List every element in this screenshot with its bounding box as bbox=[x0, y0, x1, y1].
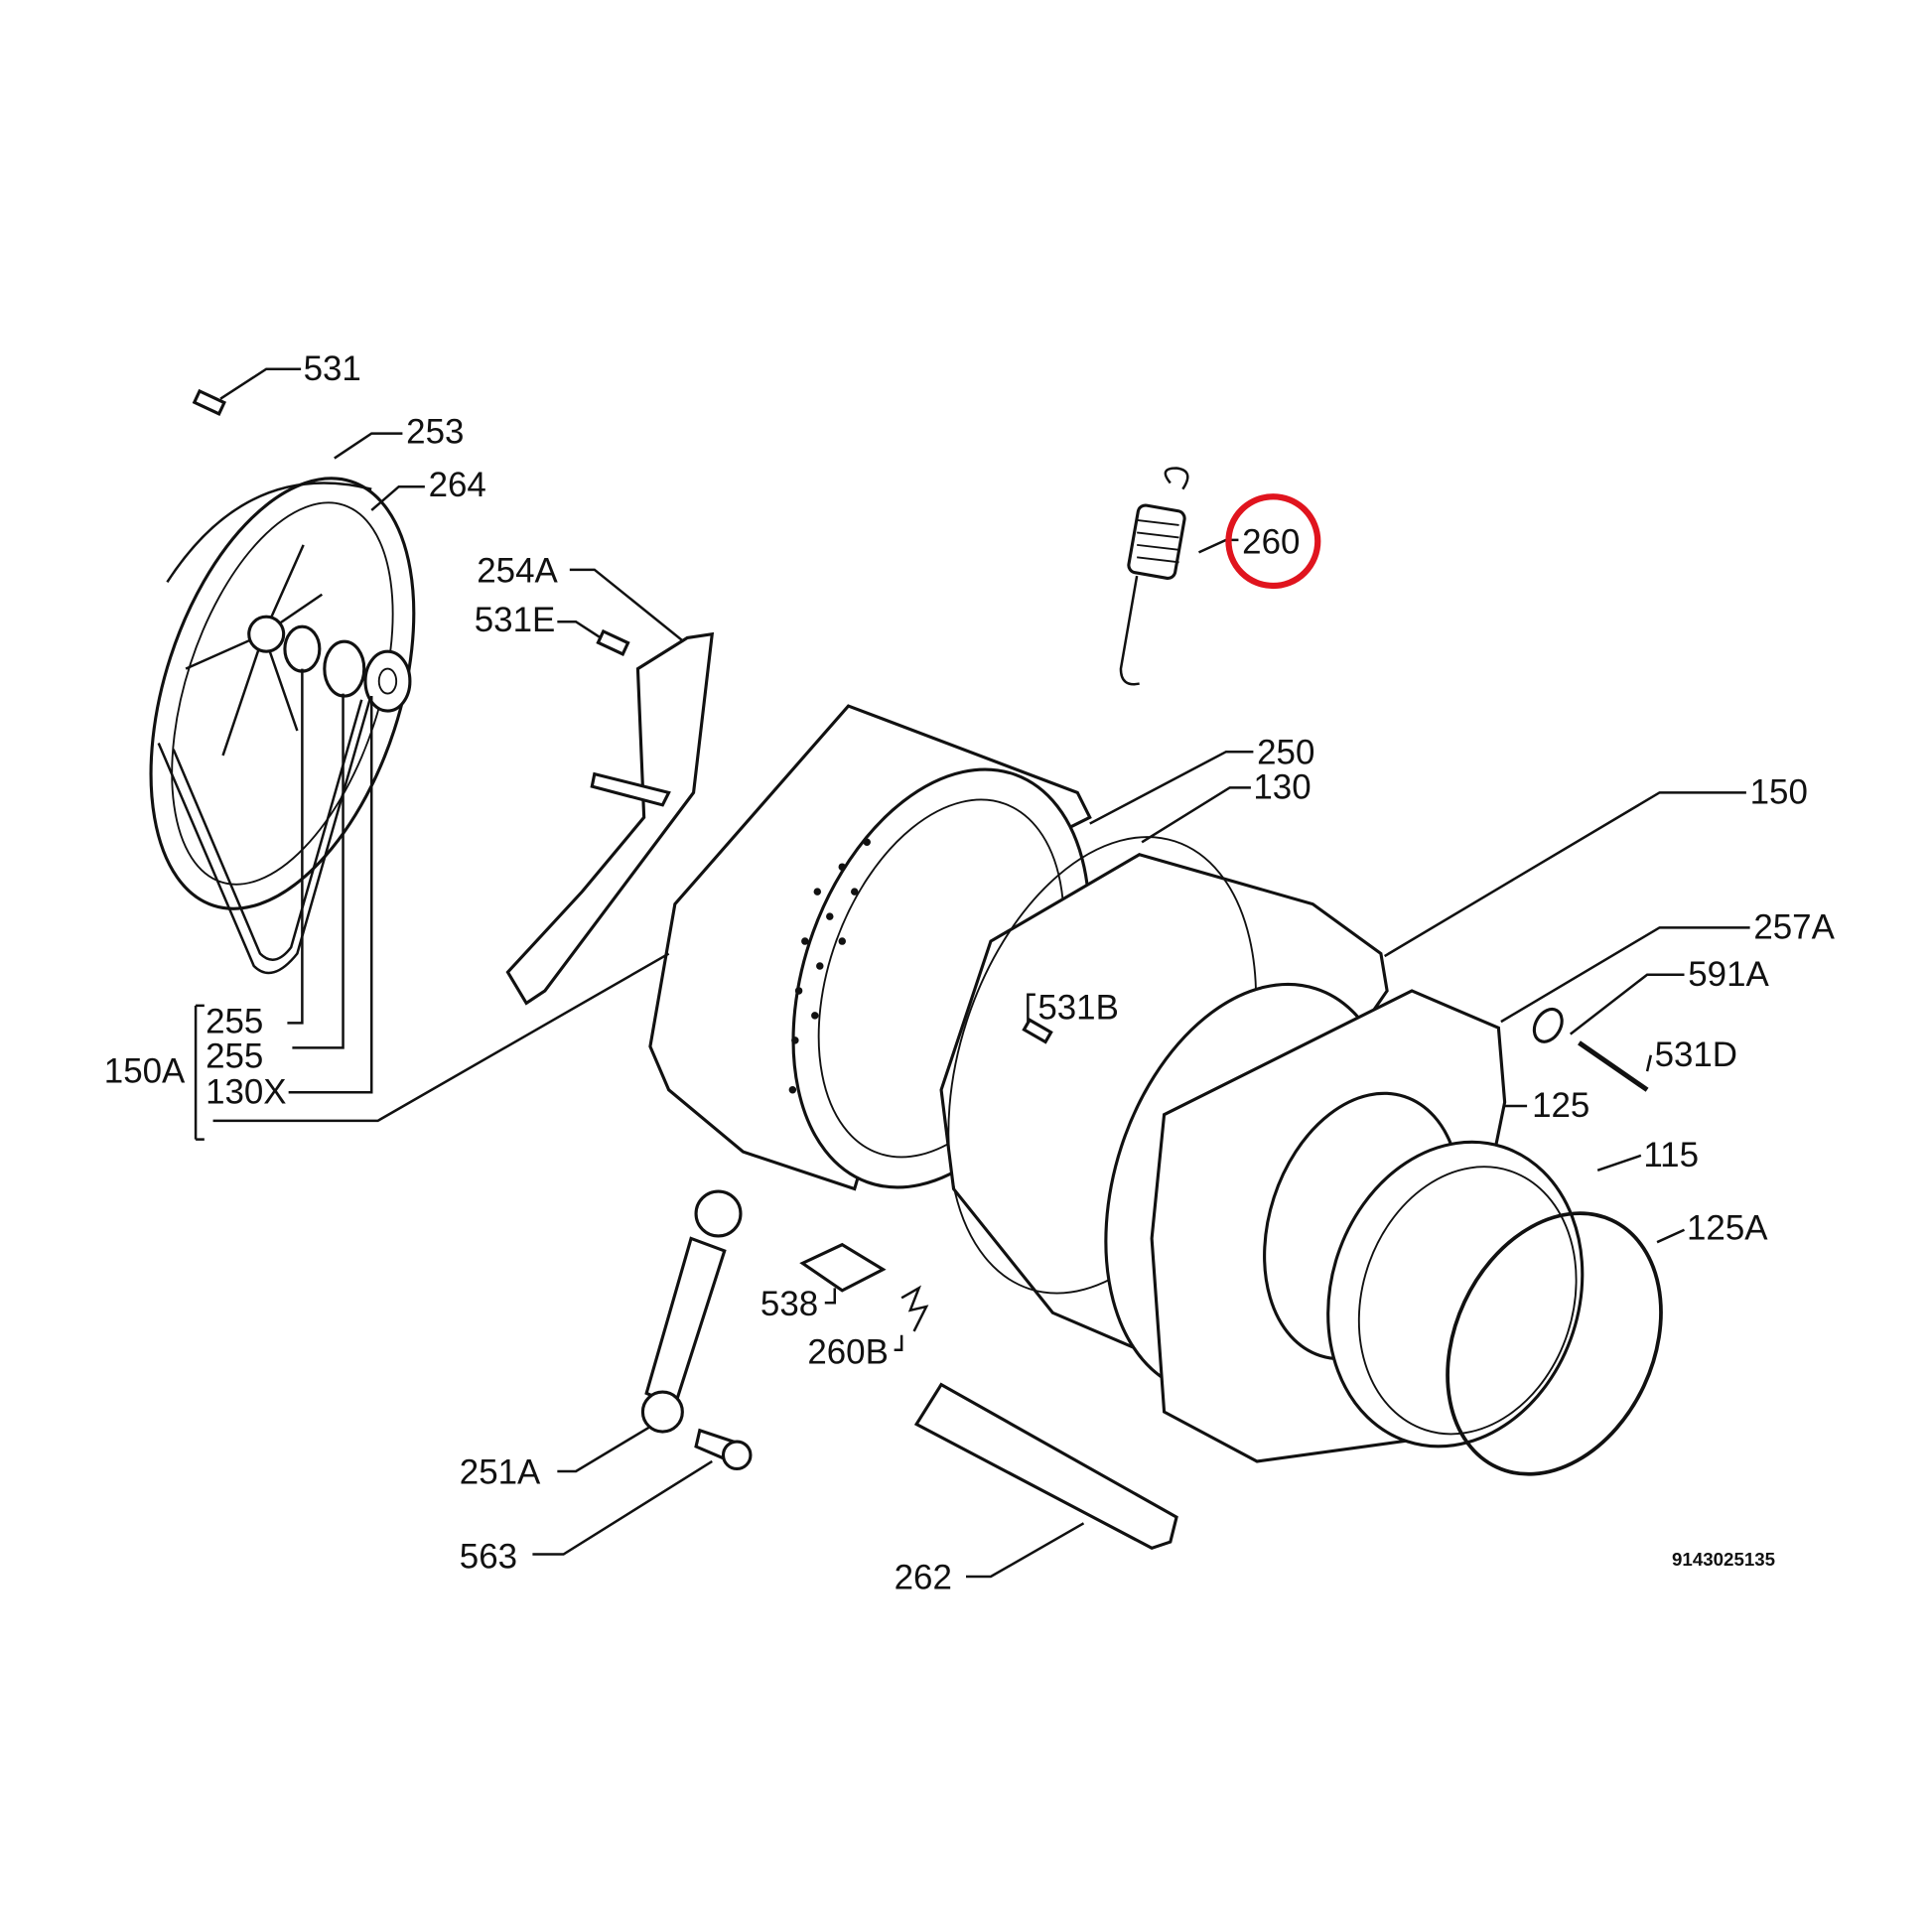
weight-part-262[interactable] bbox=[913, 1382, 1178, 1550]
label-150: 150 bbox=[1750, 773, 1808, 812]
highlight-circle bbox=[1225, 493, 1321, 590]
leader-lines bbox=[194, 367, 1750, 1579]
label-253: 253 bbox=[406, 413, 464, 452]
spider-part-254A[interactable] bbox=[505, 631, 715, 1006]
label-262: 262 bbox=[895, 1558, 952, 1596]
damper-part-251A[interactable] bbox=[640, 1189, 743, 1434]
label-531B: 531B bbox=[1037, 989, 1119, 1028]
washer-part-257A[interactable] bbox=[1529, 1005, 1568, 1047]
clip-part-260B[interactable] bbox=[900, 1285, 929, 1332]
label-130: 130 bbox=[1253, 768, 1311, 807]
label-115: 115 bbox=[1643, 1136, 1699, 1174]
bolt-part-531D[interactable] bbox=[1578, 1040, 1649, 1092]
label-255-a: 255 bbox=[206, 1002, 263, 1040]
label-531D: 531D bbox=[1655, 1035, 1737, 1074]
label-260: 260 bbox=[1242, 523, 1300, 562]
label-264: 264 bbox=[429, 466, 486, 504]
label-125A: 125A bbox=[1687, 1209, 1768, 1248]
screw-part-531E[interactable] bbox=[596, 628, 630, 656]
label-257A: 257A bbox=[1753, 908, 1835, 947]
label-250: 250 bbox=[1257, 734, 1314, 772]
bolt-part-563[interactable] bbox=[694, 1428, 753, 1471]
bearing-parts[interactable] bbox=[283, 624, 412, 713]
label-563: 563 bbox=[460, 1537, 517, 1576]
label-254A: 254A bbox=[477, 551, 558, 590]
label-125: 125 bbox=[1532, 1086, 1589, 1125]
screw-part-531[interactable] bbox=[192, 388, 226, 416]
label-255-b: 255 bbox=[206, 1036, 263, 1075]
label-130X: 130X bbox=[206, 1072, 287, 1111]
label-part-538[interactable] bbox=[799, 1242, 887, 1293]
pulley-part-253[interactable] bbox=[101, 445, 463, 941]
spring-part-260[interactable] bbox=[1119, 467, 1189, 686]
label-150A: 150A bbox=[104, 1051, 186, 1090]
drawing-code: 9143025135 bbox=[1672, 1549, 1775, 1570]
label-591A: 591A bbox=[1688, 955, 1769, 994]
label-538: 538 bbox=[760, 1285, 818, 1323]
label-251A: 251A bbox=[460, 1452, 541, 1491]
clamp-ring-part-125A[interactable] bbox=[1407, 1178, 1702, 1509]
label-260B: 260B bbox=[807, 1332, 889, 1371]
screw-part-531B[interactable] bbox=[1022, 1018, 1053, 1044]
gasket-part-115[interactable] bbox=[1290, 1109, 1621, 1480]
label-531: 531 bbox=[304, 349, 361, 388]
label-531E: 531E bbox=[475, 601, 556, 639]
belt-part-264[interactable] bbox=[157, 693, 373, 975]
